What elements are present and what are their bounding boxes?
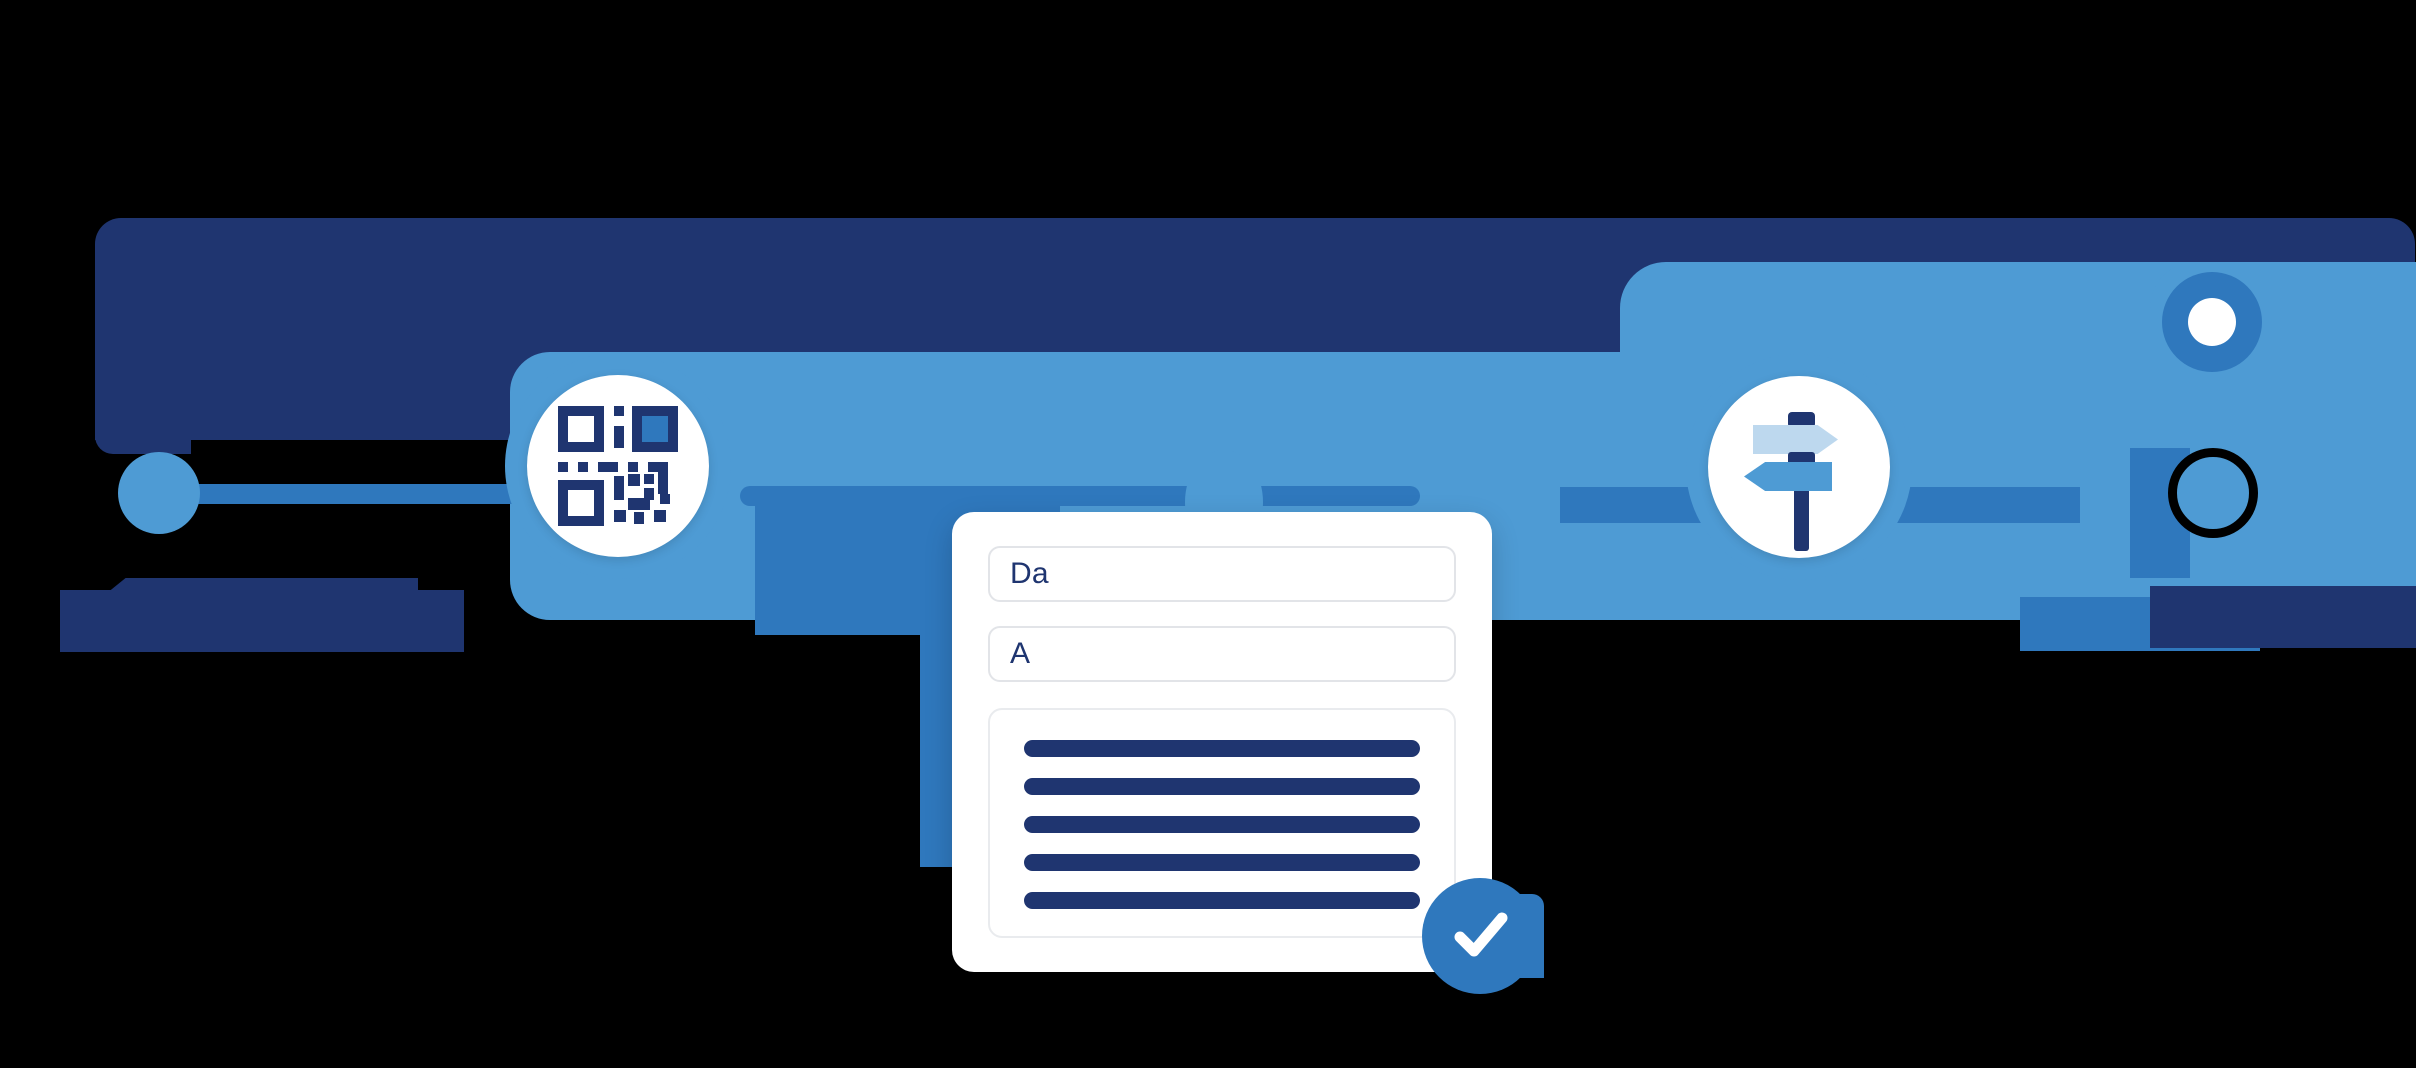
textarea-line [1024, 892, 1420, 909]
node-qr-tile[interactable] [505, 353, 731, 579]
signpost-arm-left [1744, 462, 1832, 491]
textarea-line [1024, 778, 1420, 795]
qr-tile-disc [527, 375, 709, 557]
text-field-2[interactable]: A [988, 626, 1456, 682]
node-ring-badge[interactable] [2162, 272, 2262, 372]
check-badge[interactable] [1422, 878, 1544, 994]
caption-slab-right [2150, 586, 2416, 648]
navy-panel-tail [95, 400, 191, 454]
textarea-line [1024, 854, 1420, 871]
textarea-line [1024, 816, 1420, 833]
connector-rail-mid [740, 486, 1420, 506]
textarea-line [1024, 740, 1420, 757]
node-end-ring[interactable] [2168, 448, 2258, 538]
check-icon [1454, 912, 1508, 957]
qr-code-icon [558, 406, 678, 526]
signpost-icon [1708, 376, 1890, 558]
signpost-tile-disc [1708, 376, 1890, 558]
signpost-arm-right [1753, 425, 1838, 454]
caption-slab-left [60, 590, 464, 652]
node-signpost-tile[interactable] [1686, 354, 1912, 580]
form-card[interactable]: Da A [952, 512, 1492, 972]
node-start-dot[interactable] [118, 452, 200, 534]
ring-badge-hole [2188, 298, 2236, 346]
textarea-block[interactable] [988, 708, 1456, 938]
signpost-cap [1788, 412, 1815, 428]
text-field-1[interactable]: Da [988, 546, 1456, 602]
signpost-collar [1788, 452, 1815, 465]
